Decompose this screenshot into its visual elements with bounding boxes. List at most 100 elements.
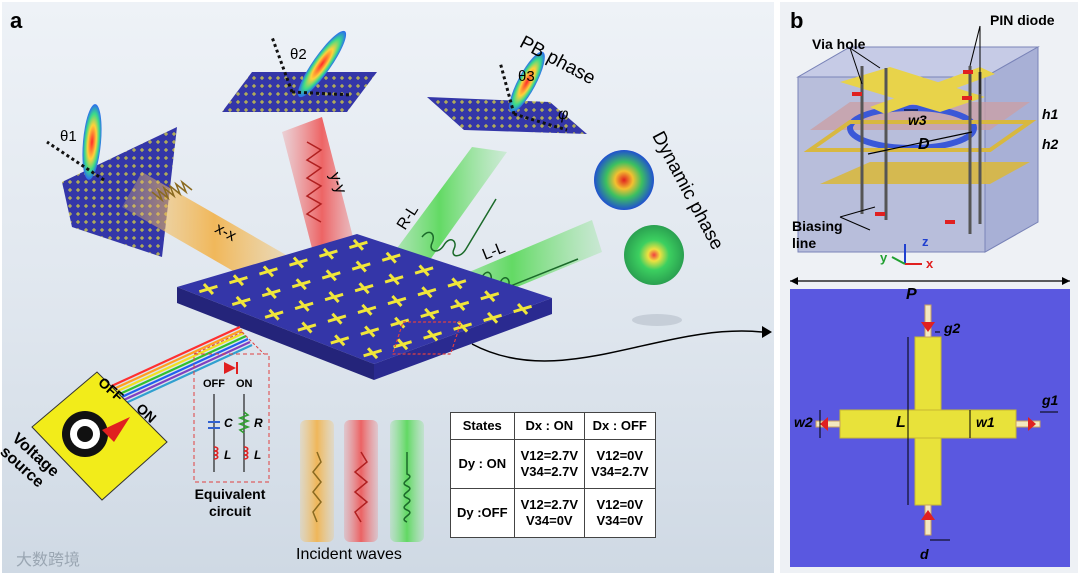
cell-line: V34=2.7V [591, 464, 649, 479]
unit-cell-cross-bar [325, 269, 337, 282]
cell-line: V34=0V [525, 513, 573, 528]
p-dim-arrow-left [790, 277, 798, 285]
unit-cell-cross-bar [484, 290, 496, 303]
biasing-line-1: Biasing [792, 218, 843, 234]
states-header-row: States Dx : ON Dx : OFF [450, 412, 656, 440]
biasing-line-label: Biasing line [792, 218, 843, 252]
unit-cell-cross-bar [292, 256, 305, 269]
watermark: 大数跨境 [16, 552, 81, 569]
states-row-2-label: Dy :OFF [450, 488, 515, 538]
w2-label: w2 [794, 414, 813, 430]
top-diodes [820, 322, 1036, 520]
voltage-pointer [102, 417, 130, 442]
via-hole-label: Via hole [812, 36, 866, 52]
phase-sphere-2 [624, 225, 684, 285]
unit-cell-cross-bar [355, 260, 367, 273]
circuit-wires [208, 394, 251, 472]
unit-cell-cross-bar [235, 295, 247, 308]
unit-cell-cross-bar [388, 273, 400, 286]
pin-diode-label: PIN diode [990, 12, 1055, 28]
unit-cell-cross-bar [385, 251, 397, 264]
incident-wave-green-line [403, 452, 411, 523]
circuit-zoom-line-2 [241, 331, 265, 355]
incident-wave-orange-line [312, 451, 322, 523]
cell-line: V12=0V [596, 497, 644, 512]
phi-label: φ [558, 106, 569, 123]
angle-reference-lines [46, 36, 568, 182]
circuit-zoom-line-1 [193, 331, 243, 355]
via-posts [860, 66, 982, 234]
d-diameter-label: D [918, 136, 930, 153]
lobe-3 [509, 51, 545, 113]
cell-line: V34=2.7V [520, 464, 579, 479]
circuit-l1-label: L [224, 448, 232, 462]
unit-cell-cross-bar [295, 278, 307, 291]
w1-label: w1 [976, 414, 995, 430]
unit-cells [198, 238, 533, 360]
states-header-0: States [450, 412, 515, 440]
circuit-off-label: OFF [203, 378, 225, 390]
y-axis [891, 256, 906, 265]
biasing-layer [820, 162, 1030, 184]
states-table: States Dx : ON Dx : OFF Dy : ON V12=2.7V… [450, 412, 656, 538]
states-header-1: Dx : ON [513, 412, 586, 440]
wave-rl [421, 198, 497, 257]
theta2-label: θ2 [290, 46, 307, 63]
unit-cell-cross-bar [301, 321, 313, 334]
voltage-knob-center [77, 426, 93, 442]
circuit-l2-label: L [254, 448, 262, 462]
sphere-shadow [632, 314, 682, 326]
unit-cell-cross-bar [394, 316, 406, 329]
axis-y-label: y [880, 250, 888, 265]
wave-yy [305, 141, 323, 223]
top-dims [819, 331, 1058, 541]
cell-line: V34=0V [596, 513, 644, 528]
unit-cell-cross-bar [391, 295, 403, 307]
unit-cell-cross-bar [334, 334, 346, 347]
metasurface-tile-1 [62, 127, 177, 257]
unit-cell-cross-bar [486, 311, 499, 324]
top-cross-arm-2 [870, 67, 995, 114]
cell-line: V12=2.7V [520, 448, 579, 463]
states-row-1-label: Dy : ON [450, 439, 515, 489]
main-metasurface-side-right [374, 298, 552, 380]
unit-cell-cross-bar [361, 303, 373, 316]
unit-cell-cross-bar [358, 282, 370, 295]
main-metasurface-side-left [177, 287, 374, 380]
circuit-caption: Equivalent circuit [190, 486, 270, 520]
axis-x-label: x [926, 256, 934, 271]
lobe-1 [82, 104, 102, 180]
circuit-frame [193, 353, 270, 483]
unit-cell-cross-bar [331, 312, 343, 325]
theta1-label: θ1 [60, 128, 77, 145]
axis-z-label: z [922, 234, 929, 249]
metasurface-tile-3 [427, 97, 587, 134]
panel-b: b Via hole PIN diode w3 D h1 h2 Biasing … [780, 2, 1078, 573]
top-cross-arm-1 [840, 67, 985, 112]
pin-diodes [852, 70, 973, 224]
unit-cell-cross-bar [202, 283, 215, 295]
circuit-caption-line-2: circuit [208, 503, 251, 519]
l-length-label: L [896, 414, 906, 431]
unit-cell-cross-bar [298, 299, 310, 312]
theta3-label: θ3 [518, 68, 535, 85]
unit-cell-cross-bar [265, 287, 277, 299]
incident-wave-red [344, 420, 378, 542]
panel-a-label: a [10, 8, 23, 33]
incident-wave-orange [300, 420, 334, 542]
callout-lines [839, 25, 981, 231]
p-dim-arrow-right [1062, 277, 1070, 285]
biasing-line-2: line [792, 235, 817, 251]
unit-cell-cross-bar [396, 338, 409, 351]
circuit-r-label: R [254, 416, 263, 430]
d-dim-line [867, 131, 973, 155]
link-arrow-head [762, 326, 772, 338]
unit-cell-cross-bar [426, 329, 439, 342]
wave-xx [151, 179, 193, 203]
